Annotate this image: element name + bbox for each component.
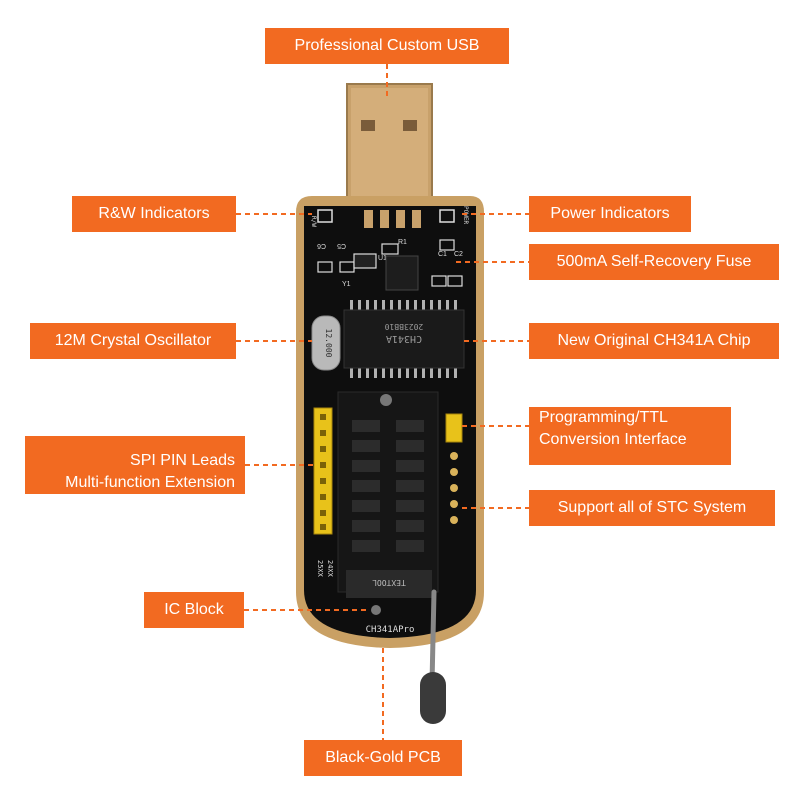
callout-stc-support: Support all of STC System xyxy=(529,490,775,526)
callout-usb-text: Professional Custom USB xyxy=(294,37,480,54)
callout-fuse-text: 500mA Self-Recovery Fuse xyxy=(556,253,752,270)
callout-ttl-line2: Conversion Interface xyxy=(539,431,687,448)
power-led xyxy=(439,209,455,223)
callout-spi-leads: SPI PIN Leads Multi-function Extension xyxy=(25,436,245,494)
rw-marking: R/W xyxy=(310,216,317,227)
callout-rw-text: R&W Indicators xyxy=(98,205,210,222)
zif-lever xyxy=(420,589,446,724)
socket-screw-bottom xyxy=(371,605,381,615)
callout-pcb-text: Black-Gold PCB xyxy=(325,749,441,766)
crystal-marking: 12.000 xyxy=(324,329,333,358)
voltage-regulator xyxy=(385,255,419,291)
callout-usb: Professional Custom USB xyxy=(265,28,509,64)
chip-code-marking: 2023BB10 xyxy=(385,322,424,331)
ch341a-chip: CH341A 2023BB10 xyxy=(343,300,465,378)
socket-screw-top xyxy=(380,394,392,406)
usb-hole-right xyxy=(403,120,417,131)
c6-marking: C6 xyxy=(317,242,326,249)
callout-spi-line1: SPI PIN Leads xyxy=(130,452,235,469)
callout-crystal: 12M Crystal Oscillator xyxy=(30,323,236,359)
r1-marking: R1 xyxy=(398,239,407,246)
callout-chip: New Original CH341A Chip xyxy=(529,323,779,359)
c1-marking: C1 xyxy=(438,251,447,258)
slot-25xx-marking: 25XX xyxy=(316,560,324,578)
board-name-marking: CH341APro xyxy=(366,625,415,635)
callout-crystal-text: 12M Crystal Oscillator xyxy=(54,332,212,349)
callout-chip-text: New Original CH341A Chip xyxy=(557,332,751,349)
power-marking: POWER xyxy=(462,206,469,224)
callout-ttl-line1: Programming/TTL xyxy=(539,409,668,426)
chip-model-marking: CH341A xyxy=(386,333,422,344)
callout-ttl-interface: Programming/TTL Conversion Interface xyxy=(529,407,731,465)
callout-fuse: 500mA Self-Recovery Fuse xyxy=(529,244,779,280)
crystal-oscillator: 12.000 xyxy=(311,315,341,371)
smd-components xyxy=(317,239,463,287)
ttl-pin-header xyxy=(445,413,463,524)
callout-stc-text: Support all of STC System xyxy=(557,499,747,516)
callout-pcb: Black-Gold PCB xyxy=(304,740,462,776)
socket-brand-marking: TEXTOOL xyxy=(372,578,406,587)
c5-marking: C5 xyxy=(337,242,346,249)
callout-ic-block-text: IC Block xyxy=(164,601,224,618)
usb-solder-pins xyxy=(364,210,421,228)
usb-hole-left xyxy=(361,120,375,131)
slot-24xx-marking: 24XX xyxy=(326,560,334,578)
callout-ic-block: IC Block xyxy=(144,592,244,628)
y1-marking: Y1 xyxy=(342,281,351,288)
zif-socket: TEXTOOL 25XX 24XX xyxy=(316,391,439,615)
callout-rw-indicators: R&W Indicators xyxy=(72,196,236,232)
spi-pin-header xyxy=(313,407,333,535)
callout-power-text: Power Indicators xyxy=(550,205,670,222)
u1-marking: U1 xyxy=(378,255,387,262)
callout-power-indicators: Power Indicators xyxy=(529,196,691,232)
rw-led xyxy=(317,209,333,223)
callout-spi-line2: Multi-function Extension xyxy=(65,474,235,491)
usb-connector xyxy=(346,83,433,213)
c2-marking: C2 xyxy=(454,251,463,258)
